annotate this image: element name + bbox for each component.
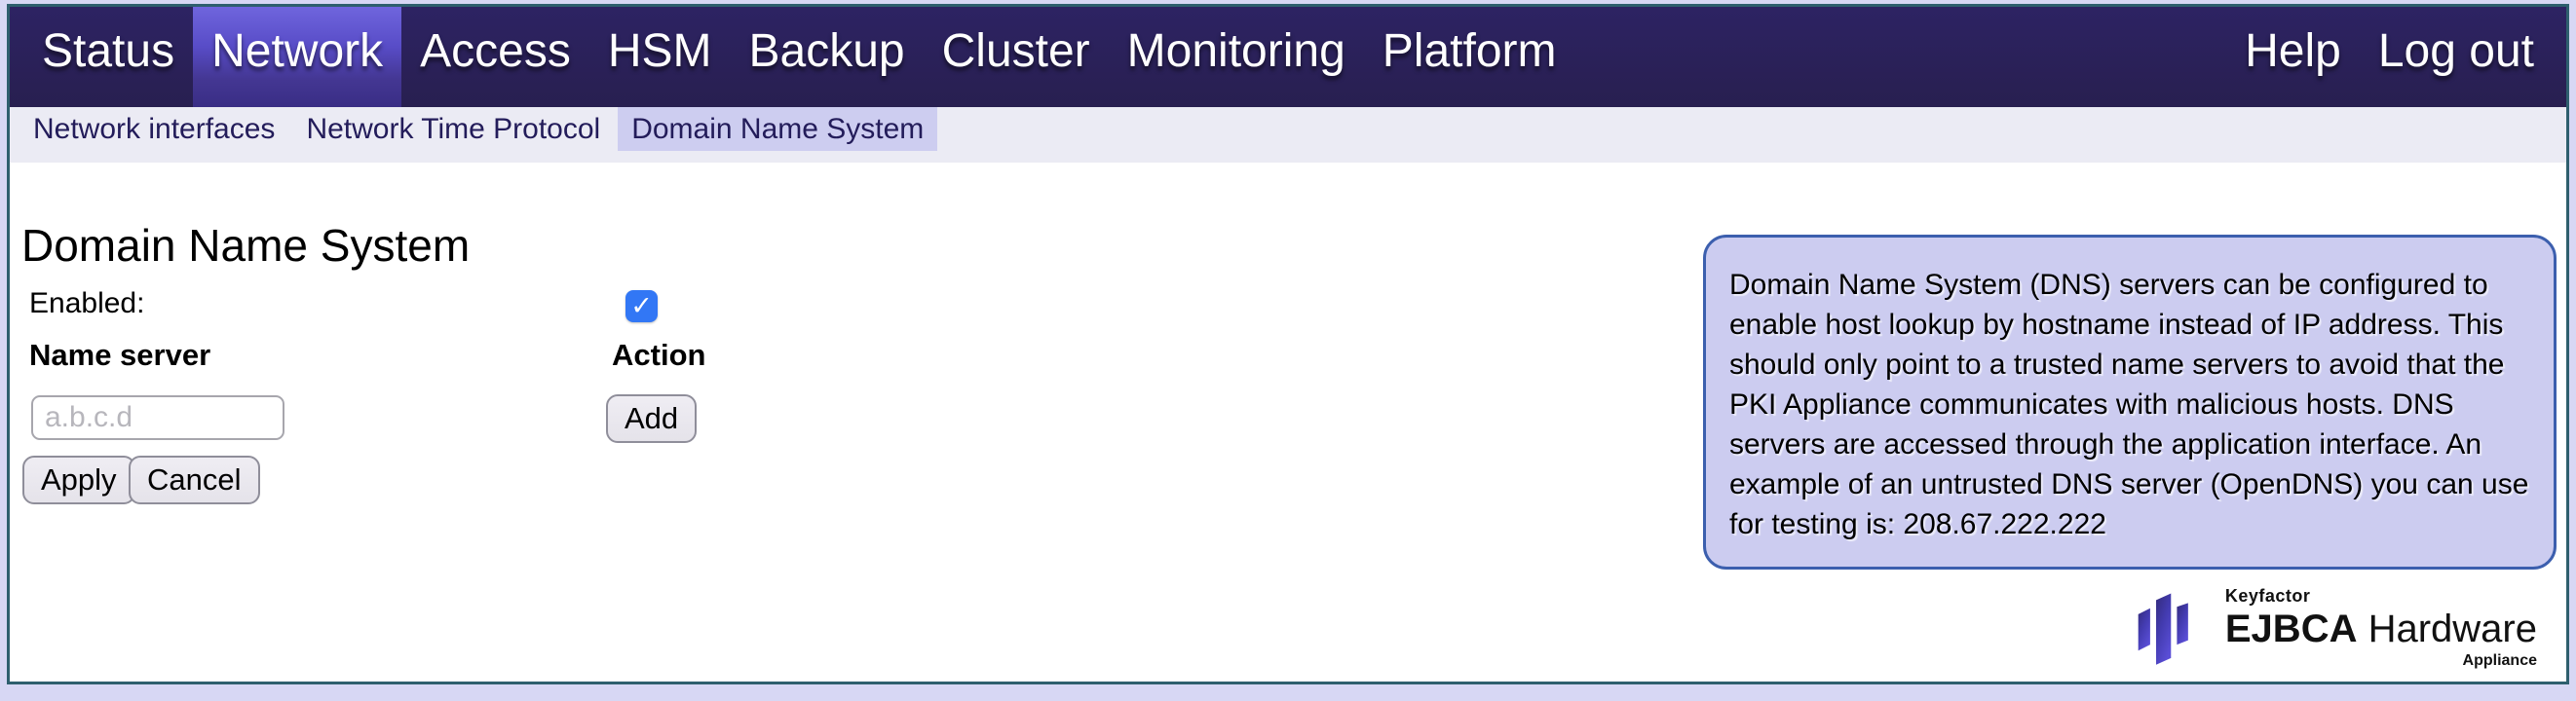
logo-text: Keyfactor EJBCA Hardware Appliance bbox=[2225, 586, 2537, 670]
enabled-label: Enabled: bbox=[29, 287, 145, 319]
logo-product-text: EJBCA Hardware bbox=[2225, 607, 2537, 651]
logo-product-regular: Hardware bbox=[2368, 608, 2537, 650]
top-nav-spacer bbox=[1575, 7, 2227, 107]
action-column-header: Action bbox=[612, 338, 706, 372]
top-nav-left: Status Network Access HSM Backup Cluster Monit… bbox=[23, 7, 1575, 107]
logo-brand-text: Keyfactor bbox=[2224, 586, 2311, 606]
nav-item-platform[interactable]: Platform bbox=[1382, 25, 1557, 77]
name-server-input[interactable] bbox=[31, 395, 284, 440]
main-content: Domain Name System Enabled: ✓ Name serve… bbox=[10, 163, 2566, 682]
nav-item-hsm[interactable]: HSM bbox=[607, 25, 712, 77]
top-nav: Status Network Access HSM Backup Cluster Monit… bbox=[10, 7, 2566, 107]
subnav-item-network-time-protocol[interactable]: Network Time Protocol bbox=[306, 112, 601, 145]
nav-item-monitoring[interactable]: Monitoring bbox=[1126, 25, 1345, 77]
cancel-button[interactable]: Cancel bbox=[129, 456, 260, 504]
nav-item-help[interactable]: Help bbox=[2245, 25, 2341, 77]
nav-item-network[interactable]: Network bbox=[193, 7, 402, 107]
subnav-item-network-interfaces[interactable]: Network interfaces bbox=[33, 112, 276, 145]
page-title: Domain Name System bbox=[21, 220, 471, 271]
nav-item-backup[interactable]: Backup bbox=[748, 25, 905, 77]
logo-tagline-text: Appliance bbox=[2462, 652, 2537, 669]
nav-item-access[interactable]: Access bbox=[420, 25, 571, 77]
subnav-item-domain-name-system[interactable]: Domain Name System bbox=[618, 107, 938, 151]
page-frame: Status Network Access HSM Backup Cluster Monit… bbox=[7, 4, 2569, 684]
name-server-column-header: Name server bbox=[29, 338, 211, 372]
keyfactor-ejbca-logo: Keyfactor EJBCA Hardware Appliance bbox=[2128, 578, 2537, 678]
keyfactor-bars-icon bbox=[2138, 593, 2188, 665]
help-info-text: Domain Name System (DNS) servers can be … bbox=[1729, 269, 2529, 540]
nav-item-cluster[interactable]: Cluster bbox=[941, 25, 1090, 77]
top-nav-right: Help Log out bbox=[2226, 7, 2553, 107]
help-info-box: Domain Name System (DNS) servers can be … bbox=[1703, 235, 2557, 570]
nav-item-log-out[interactable]: Log out bbox=[2377, 25, 2534, 77]
nav-item-status[interactable]: Status bbox=[42, 25, 175, 77]
sub-nav: Network interfaces Network Time Protocol D… bbox=[10, 107, 2566, 163]
apply-button[interactable]: Apply bbox=[22, 456, 135, 504]
logo-product-bold: EJBCA bbox=[2224, 608, 2358, 650]
add-button[interactable]: Add bbox=[606, 394, 698, 443]
enabled-checkbox[interactable]: ✓ bbox=[625, 290, 658, 322]
